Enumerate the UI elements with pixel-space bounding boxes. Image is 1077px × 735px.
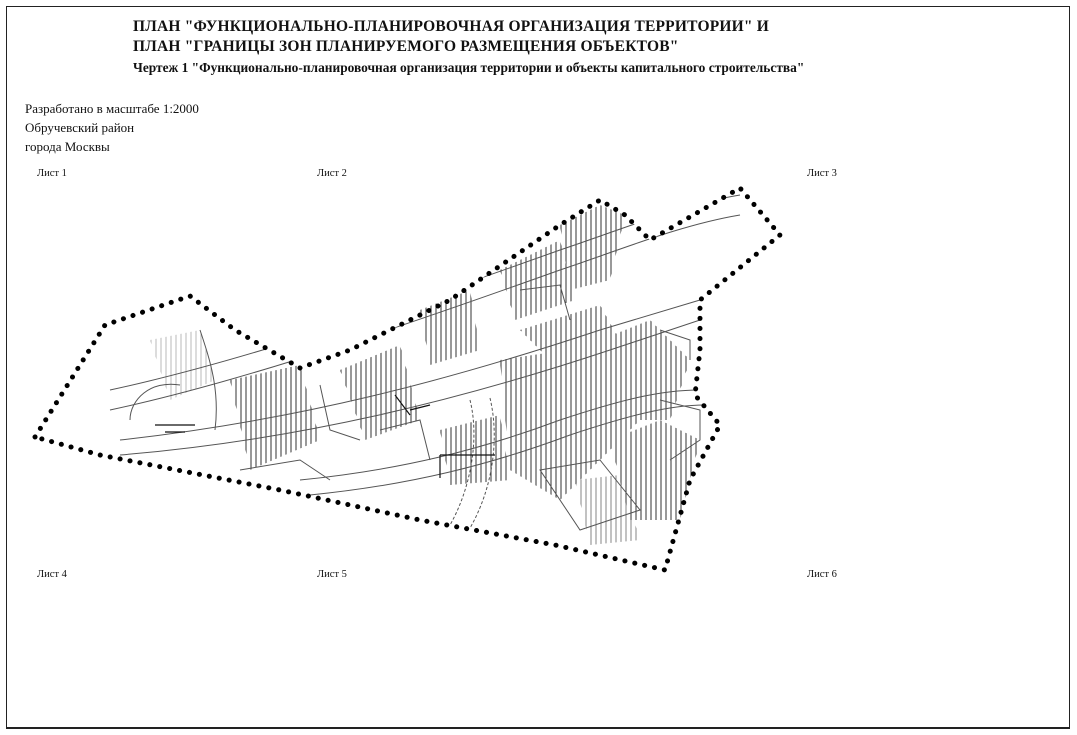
sheet-label-1[interactable]: Лист 1: [37, 168, 67, 179]
hatched-zones: [150, 205, 700, 545]
sheet-label-4[interactable]: Лист 4: [37, 569, 67, 580]
sheet-label-6[interactable]: Лист 6: [807, 569, 837, 580]
sheet-label-5[interactable]: Лист 5: [317, 569, 347, 580]
scale-note: Разработано в масштабе 1:2000: [25, 101, 199, 116]
drawing-subtitle: Чертеж 1 "Функционально-планировочная ор…: [133, 60, 805, 75]
drawing-frame: [6, 6, 1070, 729]
sheet-label-2[interactable]: Лист 2: [317, 168, 347, 179]
sheet-label-3[interactable]: Лист 3: [807, 168, 837, 179]
planning-boundary: [32, 185, 783, 573]
title-line-2: ПЛАН "ГРАНИЦЫ ЗОН ПЛАНИРУЕМОГО РАЗМЕЩЕНИ…: [133, 38, 679, 55]
city-name: города Москвы: [25, 139, 110, 154]
district-name: Обручевский район: [25, 120, 135, 135]
internal-lines: [155, 394, 495, 478]
title-line-1: ПЛАН "ФУНКЦИОНАЛЬНО-ПЛАНИРОВОЧНАЯ ОРГАНИ…: [133, 18, 770, 35]
road-network: [109, 194, 741, 531]
info-block: Разработано в масштабе 1:2000 Обручевски…: [25, 99, 199, 156]
